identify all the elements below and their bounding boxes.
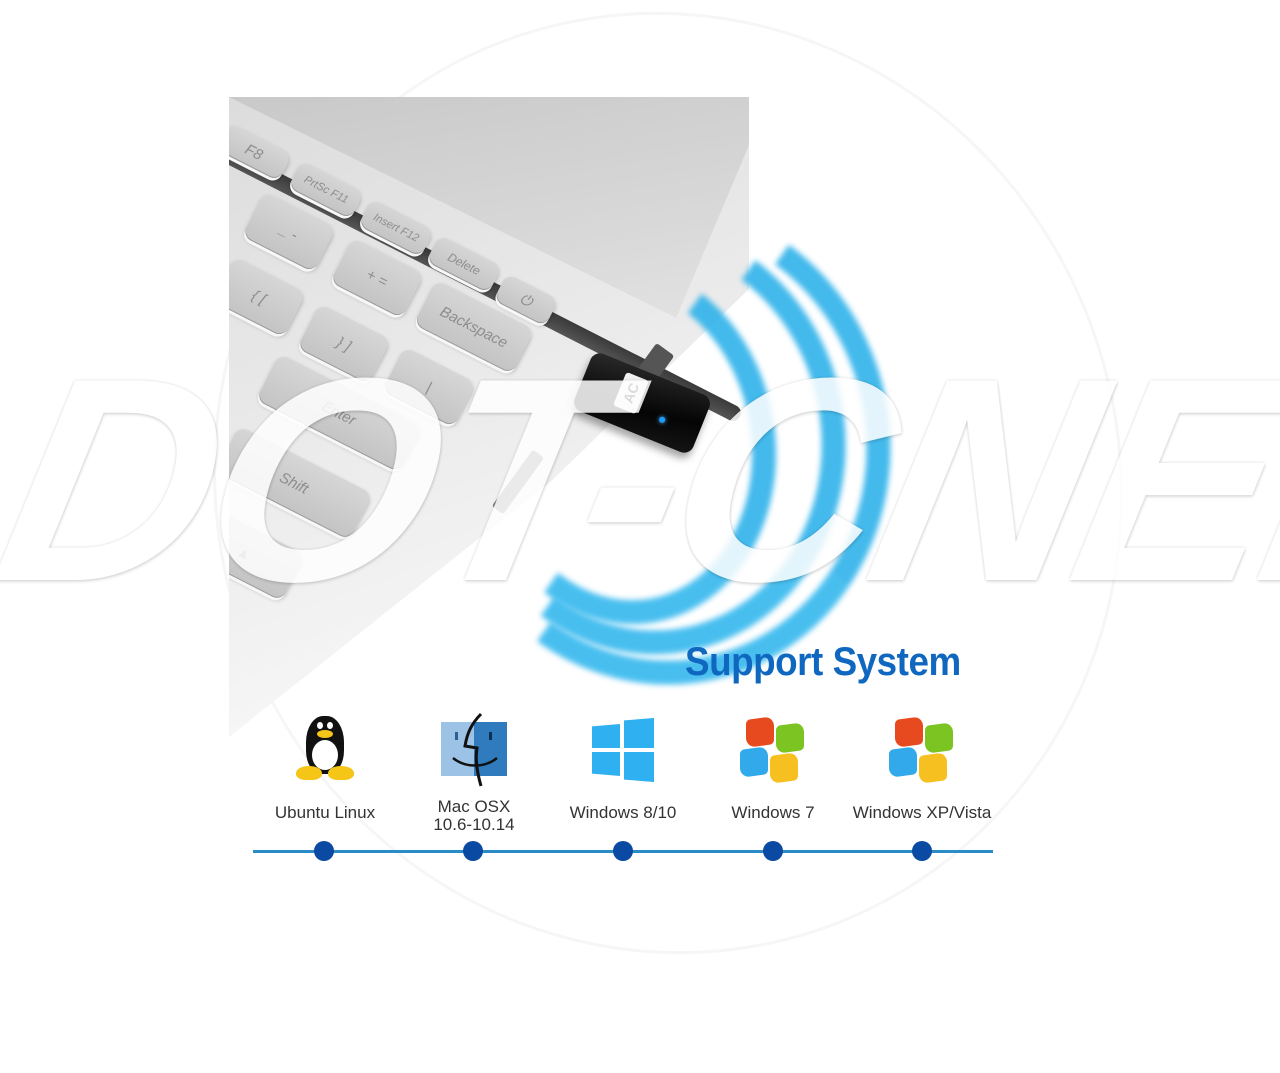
mac-finder-icon — [439, 712, 509, 787]
timeline-dot — [613, 841, 633, 861]
key-label: { [ — [249, 286, 269, 308]
key-label: | — [423, 378, 435, 396]
timeline-dot — [763, 841, 783, 861]
os-item-ubuntu: Ubuntu Linux — [245, 712, 405, 822]
key-label: } ] — [334, 333, 354, 355]
support-system-title: Support System — [685, 640, 961, 684]
windows-flag-logo-icon — [887, 712, 957, 784]
key-label: Shift — [276, 468, 312, 498]
timeline-dot — [463, 841, 483, 861]
os-label: Windows 8/10 — [569, 803, 677, 822]
os-version: 10.6-10.14 — [433, 815, 515, 834]
tux-penguin-icon — [290, 712, 360, 782]
os-item-windows-8-10: Windows 8/10 — [543, 712, 703, 822]
os-label: Windows 7 — [731, 803, 815, 822]
os-item-windows-xp-vista: Windows XP/Vista — [842, 712, 1002, 822]
os-label: Mac OSX 10.6-10.14 — [394, 798, 554, 834]
key-label: Delete — [445, 249, 483, 279]
os-item-mac: Mac OSX 10.6-10.14 — [394, 712, 554, 834]
key-label: Enter — [319, 397, 359, 429]
os-name: Mac OSX — [437, 797, 511, 816]
wifi-signal-ring-inner — [490, 280, 756, 606]
status-led-icon — [658, 415, 667, 424]
key-label: _ - — [277, 220, 301, 244]
windows-flag-logo-icon — [738, 712, 808, 784]
os-label: Ubuntu Linux — [274, 803, 376, 822]
key-label: + = — [363, 265, 391, 291]
timeline-dot — [314, 841, 334, 861]
ac-badge: AC — [613, 371, 649, 415]
key-label: F8 — [242, 140, 266, 164]
os-label: Windows XP/Vista — [852, 803, 992, 822]
timeline-dot — [912, 841, 932, 861]
windows-8-logo-icon — [588, 712, 658, 782]
os-item-windows-7: Windows 7 — [693, 712, 853, 822]
